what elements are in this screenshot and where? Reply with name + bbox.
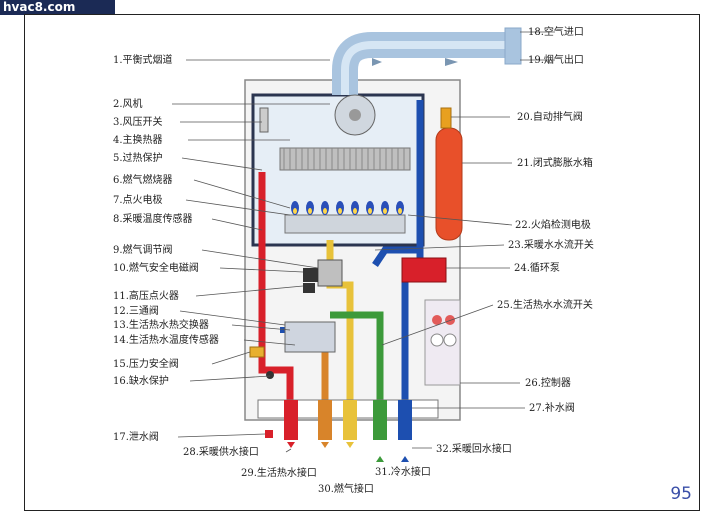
dhw-heat-exchanger (284, 321, 336, 353)
pump (401, 257, 447, 283)
label-2: 2.风机 (113, 97, 143, 110)
label-16: 16.缺水保护 (113, 374, 169, 387)
flue-arrow-2 (445, 58, 458, 66)
flue-pipe-inner (341, 41, 510, 95)
label-5: 5.过热保护 (113, 151, 163, 164)
label-6: 6.燃气燃烧器 (113, 173, 173, 186)
label-3: 3.风压开关 (113, 115, 163, 128)
page-number: 95 (670, 484, 692, 504)
label-11: 11.高压点火器 (113, 289, 179, 302)
label-32: 32.采暖回水接口 (436, 442, 512, 455)
gas-solenoid (303, 268, 318, 282)
label-28: 28.采暖供水接口 (183, 445, 259, 458)
label-31: 31.冷水接口 (375, 465, 431, 478)
label-29: 29.生活热水接口 (241, 466, 317, 479)
label-24: 24.循环泵 (514, 261, 560, 274)
label-4: 4.主换热器 (113, 133, 163, 146)
connectors (284, 400, 412, 440)
label-15: 15.压力安全阀 (113, 357, 179, 370)
label-14: 14.生活热水温度传感器 (113, 333, 219, 346)
label-26: 26.控制器 (525, 376, 571, 389)
label-13: 13.生活热水热交换器 (113, 318, 209, 331)
label-12: 12.三通阀 (113, 304, 159, 317)
label-17: 17.泄水阀 (113, 430, 159, 443)
main-heat-exchanger (279, 147, 411, 171)
label-19: 19.烟气出口 (528, 53, 584, 66)
diagram-frame (24, 14, 700, 511)
label-7: 7.点火电极 (113, 193, 163, 206)
watermark: hvac8.com (0, 0, 115, 15)
flue-arrow (372, 58, 382, 66)
controller-dial-1 (430, 333, 444, 347)
heating-supply-pipe (258, 172, 294, 400)
gas-burner (284, 201, 406, 234)
fan-hub (349, 109, 361, 121)
controller-knob-2 (445, 315, 455, 325)
flue-end (504, 27, 522, 65)
label-18: 18.空气进口 (528, 25, 584, 38)
gas-valve (317, 259, 343, 287)
cold-water-pipe (330, 311, 384, 400)
label-10: 10.燃气安全电磁阀 (113, 261, 199, 274)
controller-knob-1 (432, 315, 442, 325)
low-water-protection (266, 371, 274, 379)
label-1: 1.平衡式烟道 (113, 53, 173, 66)
label-9: 9.燃气调节阀 (113, 243, 173, 256)
label-25: 25.生活热水水流开关 (497, 298, 593, 311)
label-30: 30.燃气接口 (318, 482, 374, 495)
label-27: 27.补水阀 (529, 401, 575, 414)
label-20: 20.自动排气阀 (517, 110, 583, 123)
label-22: 22.火焰检测电极 (515, 218, 591, 231)
flow-arrows (287, 442, 409, 462)
leader-lines (172, 31, 555, 453)
expansion-vessel (435, 127, 463, 241)
auto-air-vent (440, 107, 452, 129)
label-21: 21.闭式膨胀水箱 (517, 156, 593, 169)
label-8: 8.采暖温度传感器 (113, 212, 193, 225)
air-pressure-switch (259, 107, 269, 133)
pressure-relief-valve (249, 346, 265, 358)
controller-dial-2 (443, 333, 457, 347)
drain-valve (265, 430, 273, 438)
label-23: 23.采暖水水流开关 (508, 238, 594, 251)
ignitor (303, 283, 315, 293)
